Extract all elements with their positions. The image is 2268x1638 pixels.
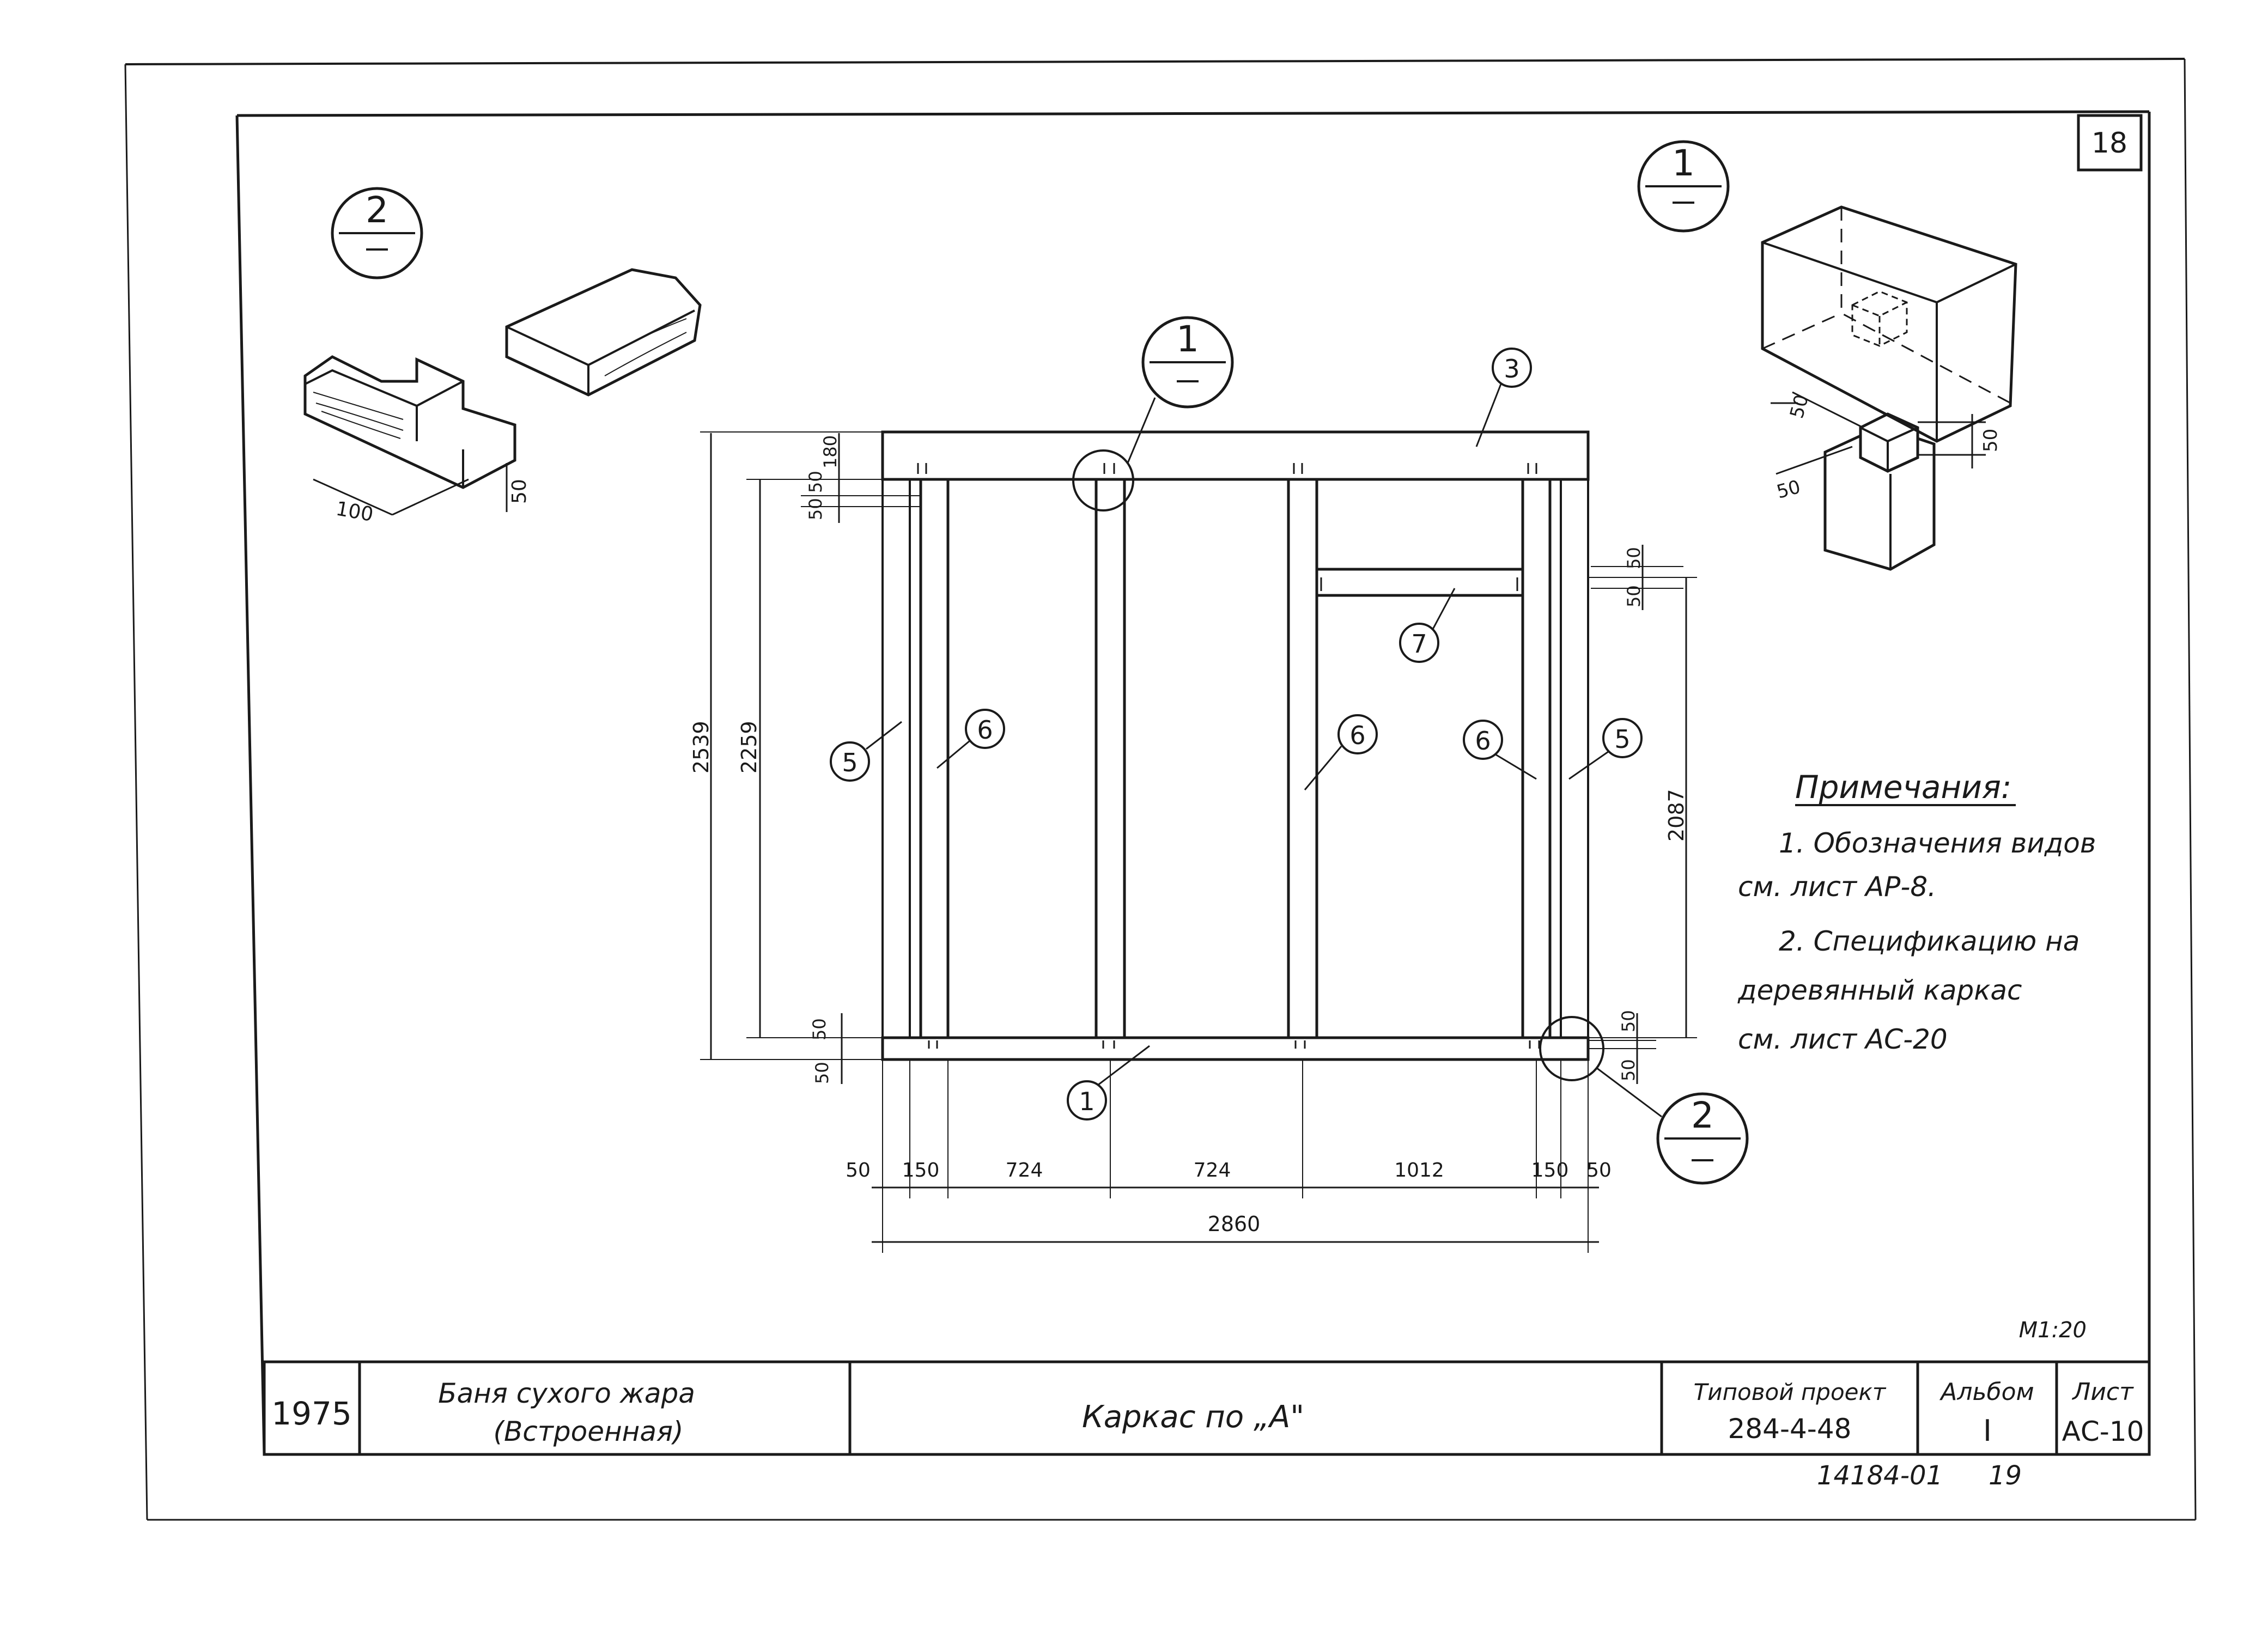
svg-text:6: 6 xyxy=(1349,721,1365,750)
pos-marker-1: 1 xyxy=(1067,1045,1150,1121)
dimension-lines: 2539 2259 180 50 50 2087 50 50 50 50 50 … xyxy=(689,431,1697,1253)
dim-bottom-left-50-a: 50 xyxy=(809,1018,830,1040)
section-callout-1-top: 1 xyxy=(1072,316,1234,512)
dim-top-50-b: 50 xyxy=(805,498,826,520)
svg-text:7: 7 xyxy=(1411,629,1427,659)
pos-marker-3: 3 xyxy=(1475,348,1532,447)
detail-view-1-dim-50-b: 50 xyxy=(1980,429,2002,452)
archive-page: 19 xyxy=(1989,1460,2022,1491)
notes-line-4: деревянный каркас xyxy=(1737,975,2022,1006)
dim-overall-height: 2539 xyxy=(689,721,713,774)
notes-line-2: см. лист АР-8. xyxy=(1738,871,1936,903)
pos-marker-5-right: 5 xyxy=(1568,718,1643,780)
dim-bottom-4: 724 xyxy=(1194,1159,1231,1182)
title-album-value: I xyxy=(1983,1414,1992,1448)
notes-line-5: см. лист АС-20 xyxy=(1738,1024,1948,1055)
svg-text:5: 5 xyxy=(842,748,858,777)
scale-label: М1:20 xyxy=(2019,1318,2087,1343)
dim-bottom-7: 50 xyxy=(1586,1159,1612,1182)
archive-number: 14184-01 xyxy=(1817,1460,1943,1491)
title-sheet-label: Лист xyxy=(2071,1378,2134,1406)
detail-view-2: 2 100 50 xyxy=(303,187,702,526)
dim-bottom-2: 150 xyxy=(902,1159,940,1182)
pos-marker-5-left: 5 xyxy=(830,721,902,782)
detail-view-1: 1 50 50 50 xyxy=(1637,140,2017,571)
section-callout-2-corner: 2 xyxy=(1539,1016,1749,1185)
notes-title: Примечания: xyxy=(1795,769,2011,806)
pos-marker-7: 7 xyxy=(1399,588,1456,663)
title-name-line-1: Баня сухого жара xyxy=(438,1378,695,1409)
title-sheet-value: АС-10 xyxy=(2062,1416,2144,1447)
dim-top-50-a: 50 xyxy=(805,471,826,493)
svg-text:2: 2 xyxy=(1691,1094,1714,1136)
dim-bottom-6: 150 xyxy=(1531,1159,1569,1182)
svg-text:6: 6 xyxy=(1475,726,1491,756)
dim-right-height: 2087 xyxy=(1664,789,1688,842)
svg-text:5: 5 xyxy=(1614,724,1630,754)
svg-text:3: 3 xyxy=(1504,354,1519,383)
title-drawing-title: Каркас по „А" xyxy=(1082,1399,1304,1435)
dim-right-50-a: 50 xyxy=(1624,547,1644,569)
svg-text:1: 1 xyxy=(1079,1087,1095,1116)
sheet-number: 18 xyxy=(2091,127,2127,160)
notes-line-1: 1. Обозначения видов xyxy=(1779,827,2096,859)
detail-view-2-dim-50: 50 xyxy=(508,479,531,504)
dim-overall-width: 2860 xyxy=(1208,1212,1261,1236)
dim-top-180: 180 xyxy=(820,435,841,468)
sheet-border xyxy=(124,58,2197,1521)
dim-bottom-1: 50 xyxy=(846,1159,871,1182)
dim-bottom-left-50-b: 50 xyxy=(812,1062,832,1084)
svg-text:1: 1 xyxy=(1176,318,1199,360)
frame-elevation xyxy=(881,430,1590,1061)
title-year: 1975 xyxy=(271,1395,352,1432)
title-project-label: Типовой проект xyxy=(1694,1379,1887,1405)
dim-bottom-right-50-b: 50 xyxy=(1618,1059,1639,1081)
dim-bottom-right-50-a: 50 xyxy=(1618,1010,1639,1032)
title-name-line-2: (Встроенная) xyxy=(493,1416,683,1447)
detail-view-1-dim-50-a: 50 xyxy=(1786,392,1813,421)
title-album-label: Альбом xyxy=(1939,1378,2034,1406)
detail-view-1-dim-50-c: 50 xyxy=(1774,476,1803,503)
title-project-number: 284-4-48 xyxy=(1728,1413,1852,1445)
svg-text:6: 6 xyxy=(977,715,993,745)
dim-inner-height: 2259 xyxy=(737,721,761,774)
dim-bottom-3: 724 xyxy=(1006,1159,1043,1182)
notes-block: Примечания: 1. Обозначения видов см. лис… xyxy=(1737,769,2096,1055)
notes-line-3: 2. Спецификацию на xyxy=(1779,925,2079,957)
pos-marker-6-a: 6 xyxy=(937,709,1005,769)
detail-view-2-dim-100: 100 xyxy=(334,497,375,526)
dim-bottom-5: 1012 xyxy=(1394,1159,1444,1182)
pos-marker-6-c: 6 xyxy=(1463,720,1537,780)
sheet-number-box: 18 xyxy=(2077,114,2143,172)
pos-marker-6-b: 6 xyxy=(1304,714,1378,790)
detail-view-2-label: 2 xyxy=(366,189,388,231)
detail-view-1-label: 1 xyxy=(1672,142,1695,184)
position-markers: 3 7 5 6 6 6 5 xyxy=(830,348,1643,1121)
dim-right-50-b: 50 xyxy=(1624,585,1644,607)
title-block: 1975 Баня сухого жара (Встроенная) Карка… xyxy=(263,1360,2151,1456)
